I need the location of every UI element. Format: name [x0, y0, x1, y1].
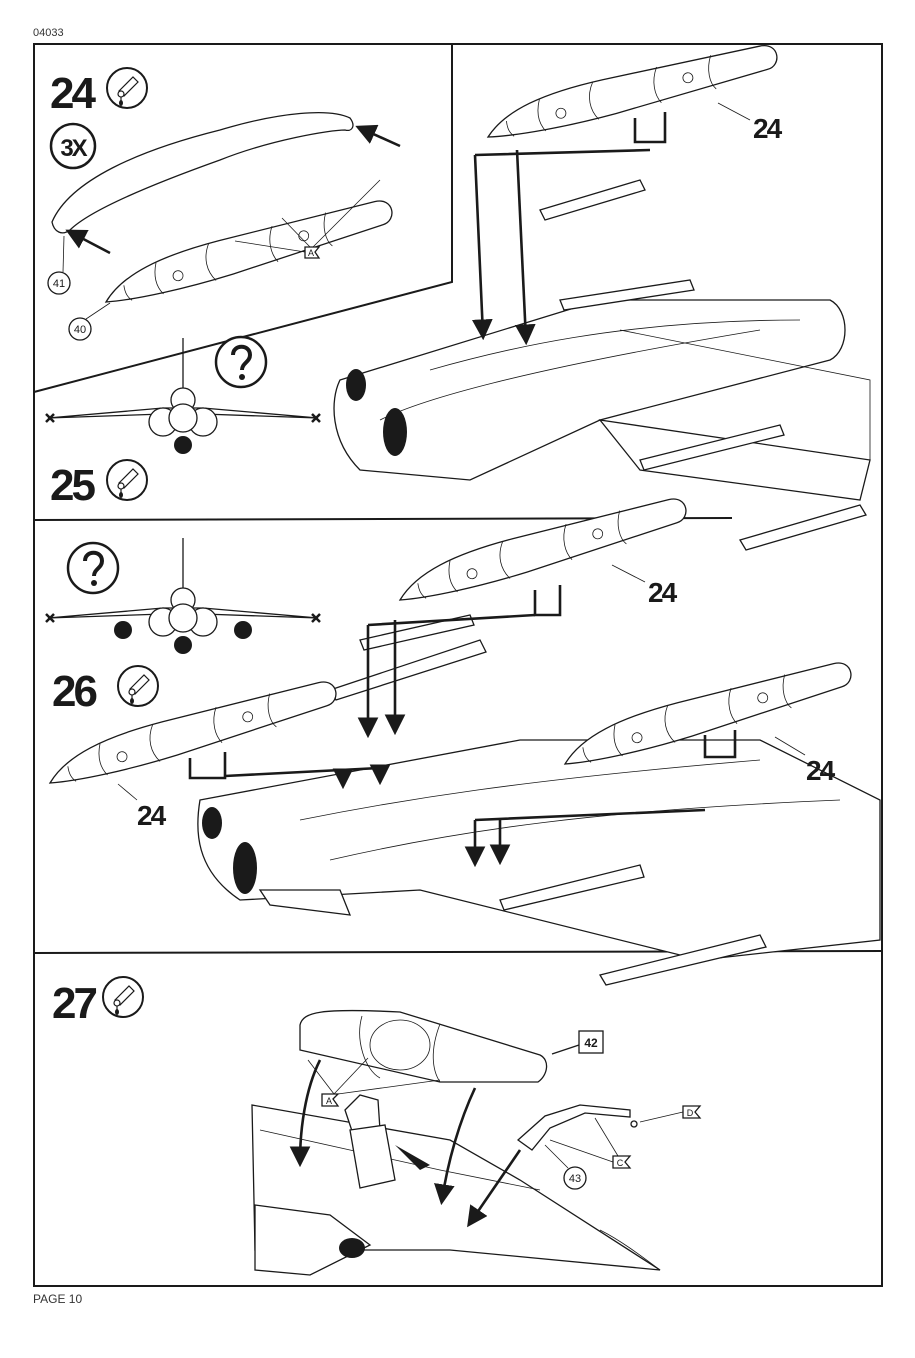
question-mark-icon [66, 541, 120, 595]
decal-flag-c [612, 1155, 632, 1169]
step-number-24: 24 [50, 69, 96, 118]
assembly-arrow [65, 229, 111, 255]
svg-text:D: D [687, 1108, 694, 1118]
callout-24: 24 [753, 113, 783, 144]
aircraft-underside-step-26 [197, 614, 881, 986]
glue-tube-icon [106, 459, 148, 501]
assembly-arrow [355, 124, 401, 148]
decal-flag-a [321, 1093, 340, 1107]
svg-text:43: 43 [569, 1173, 581, 1185]
part-callout-41 [47, 271, 71, 295]
quantity-badge-label: 3X [60, 135, 87, 162]
assembly-arrow [434, 1087, 477, 1206]
tank-position-marker [114, 621, 132, 639]
aircraft-cockpit-step-27 [251, 1094, 661, 1276]
question-mark-icon [214, 335, 268, 389]
step-number-27: 27 [52, 979, 96, 1028]
aircraft-front-view [44, 336, 322, 456]
glue-tube-icon [117, 665, 159, 707]
step-number-26: 26 [52, 667, 96, 716]
part-callout-43 [563, 1166, 587, 1190]
assembly-arrow [224, 764, 391, 786]
drop-tank-part-40 [96, 198, 400, 305]
quantity-badge [49, 122, 97, 170]
svg-text:42: 42 [584, 1036, 598, 1050]
decal-flag-d [682, 1105, 702, 1119]
part-box-42 [578, 1030, 604, 1054]
callout-24: 24 [806, 755, 836, 786]
probe-part-43 [516, 1104, 638, 1151]
callout-24: 24 [648, 577, 678, 608]
aircraft-underside-step-25 [333, 179, 871, 551]
part-callout-40 [68, 317, 92, 341]
step-number-25: 25 [50, 461, 95, 510]
tank-position-marker [234, 621, 252, 639]
decal-flag-a [304, 246, 321, 259]
svg-text:C: C [617, 1158, 624, 1168]
glue-tube-icon [106, 67, 148, 109]
assembly-arrow [475, 808, 706, 862]
assembly-arrow [475, 148, 651, 335]
svg-text:A: A [326, 1096, 332, 1106]
kit-code: 04033 [33, 27, 64, 39]
callout-24: 24 [137, 800, 167, 831]
assembly-arrow [467, 1149, 522, 1228]
canopy-part-42 [299, 1009, 548, 1083]
drop-tank [480, 43, 783, 140]
page-border [33, 43, 883, 1287]
tank-half-shell [51, 112, 354, 234]
assembly-arrow [514, 149, 536, 346]
svg-text:41: 41 [53, 278, 65, 290]
page-number: PAGE 10 [33, 1292, 83, 1306]
svg-text:A: A [308, 248, 314, 258]
svg-text:40: 40 [74, 324, 86, 336]
glue-tube-icon [102, 976, 144, 1018]
